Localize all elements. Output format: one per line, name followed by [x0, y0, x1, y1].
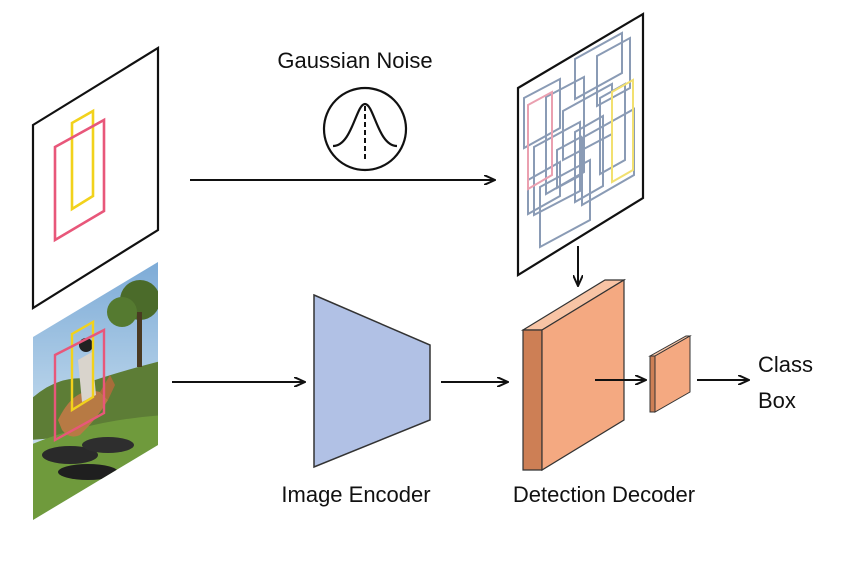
output-class-label: Class — [758, 352, 813, 377]
encoder-block — [313, 293, 431, 469]
decoder-label: Detection Decoder — [513, 482, 695, 507]
gt-boxes-plane — [31, 46, 160, 310]
gt-box-pink — [53, 117, 106, 243]
noisy-boxes-plane — [516, 12, 645, 277]
output-head-block — [654, 335, 691, 413]
output-box-label: Box — [758, 388, 796, 413]
image-encoder: Image Encoder — [281, 293, 431, 507]
photo-box-yellow — [70, 319, 95, 413]
gaussian-curve-icon — [322, 86, 408, 172]
bell-curve — [332, 102, 398, 148]
decoder-front-face — [541, 278, 625, 472]
encoder-label: Image Encoder — [281, 482, 430, 507]
arrows — [172, 180, 748, 382]
gaussian-noise-group: Gaussian Noise — [277, 48, 433, 172]
gt-plane-frame — [31, 46, 160, 310]
detection-decoder: Detection Decoder — [513, 278, 695, 507]
noisy-box-pink — [527, 90, 553, 191]
photo-box-pink — [53, 328, 106, 443]
output-head — [648, 335, 692, 413]
gt-box-yellow — [70, 108, 95, 212]
decoder-side-face — [522, 329, 543, 471]
noisy-box-yellow — [611, 78, 634, 184]
noise-label: Gaussian Noise — [277, 48, 432, 73]
